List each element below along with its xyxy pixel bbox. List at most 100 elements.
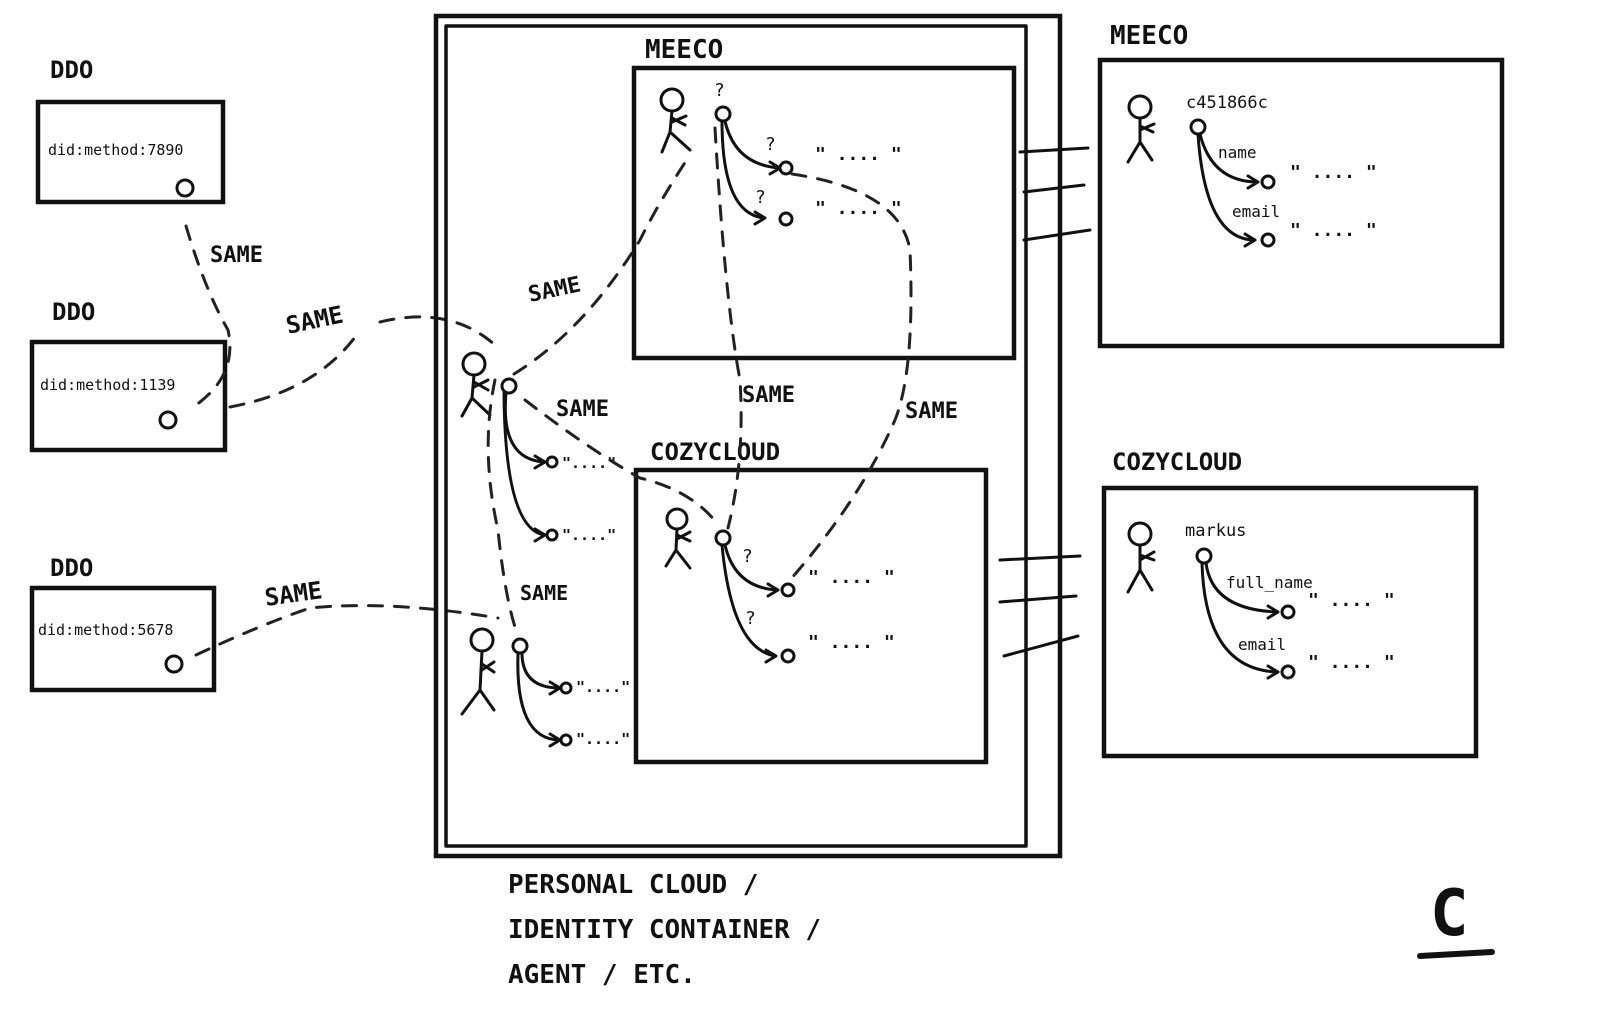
ddo-box (29, 339, 228, 453)
same-label: SAME (742, 383, 795, 408)
unknown-mark: ? (714, 80, 725, 101)
person-icon (460, 351, 492, 418)
value-node (559, 733, 573, 747)
merged-identity-upper: "...." "...." (460, 351, 616, 544)
value-placeholder: " .... " (808, 567, 895, 588)
ddo-did: did:method:1139 (40, 376, 175, 394)
ddo-node (164, 654, 184, 674)
value-node (1280, 604, 1296, 620)
center-cozycloud-box: COZYCLOUD ? ? " .... " " .... " (633, 438, 989, 765)
same-label: SAME (526, 272, 583, 307)
value-node (780, 648, 796, 664)
value-placeholder: " .... " (1308, 590, 1395, 611)
ddo-title: DDO (52, 298, 95, 326)
field-arrow (720, 119, 767, 226)
same-label: SAME (520, 581, 568, 605)
entity-node (500, 377, 518, 395)
field-arrow (723, 543, 780, 598)
same-label: SAME (263, 576, 324, 612)
same-label: SAME (556, 397, 609, 422)
ddo-card-1: DDO did:method:7890 (35, 56, 226, 205)
unknown-mark: ? (745, 608, 756, 629)
dashed-link (788, 172, 913, 582)
person-icon (460, 627, 496, 716)
field-arrow (1198, 132, 1260, 190)
ddo-title: DDO (50, 554, 93, 582)
caption-line-2: IDENTITY CONTAINER / (508, 915, 821, 945)
dashed-link (713, 126, 743, 530)
right-meeco-box: MEECO c451866c name email " .... " " ...… (1097, 21, 1505, 349)
value-placeholder: " .... " (808, 632, 895, 653)
right-cozycloud-title: COZYCLOUD (1112, 448, 1242, 476)
ddo-did: did:method:5678 (38, 621, 173, 639)
value-node (1260, 174, 1276, 190)
ddo-card-2: DDO did:method:1139 (29, 298, 228, 453)
value-placeholder: " .... " (1290, 162, 1377, 183)
value-node (1260, 232, 1276, 248)
ddo-did: did:method:7890 (48, 141, 183, 159)
entity-node (1189, 118, 1207, 136)
caption-line-1: PERSONAL CLOUD / (508, 870, 758, 900)
ddo-box (35, 99, 226, 205)
entity-id: c451866c (1186, 93, 1268, 113)
cozycloud-frame (1101, 485, 1479, 759)
dashed-link (523, 398, 718, 524)
center-meeco-title: MEECO (645, 35, 723, 65)
underline (1417, 949, 1495, 959)
inner-frame (444, 24, 1028, 848)
value-placeholder: " .... " (1290, 220, 1377, 241)
dashed-link (512, 153, 692, 376)
person-icon (659, 87, 692, 154)
field-arrow (1204, 561, 1280, 620)
field-name: email (1238, 635, 1286, 654)
center-cozycloud-title: COZYCLOUD (650, 438, 780, 466)
dashed-link (194, 604, 500, 657)
value-placeholder: "...." (576, 678, 630, 696)
value-placeholder: " .... " (815, 198, 902, 219)
unknown-mark: ? (742, 546, 753, 567)
value-placeholder: " .... " (815, 144, 902, 165)
connector-marks (998, 146, 1092, 658)
field-name: full_name (1226, 573, 1313, 592)
same-label: SAME (283, 300, 345, 339)
value-placeholder: "...." (562, 526, 616, 544)
container-caption: PERSONAL CLOUD / IDENTITY CONTAINER / AG… (508, 870, 821, 990)
field-arrow (1196, 132, 1257, 248)
personal-cloud-container (433, 13, 1063, 859)
same-label: SAME (905, 399, 958, 424)
field-arrow (520, 651, 562, 696)
dashed-link (228, 328, 362, 409)
dashed-link (184, 224, 232, 407)
ddo-node (175, 178, 195, 198)
caption-line-3: AGENT / ETC. (508, 960, 696, 990)
ddo-title: DDO (50, 56, 93, 84)
value-node (545, 528, 559, 542)
right-cozycloud-box: COZYCLOUD markus full_name email " .... … (1101, 448, 1479, 759)
merged-identity-lower: "...." "...." (460, 627, 630, 748)
person-icon (1126, 521, 1156, 594)
entity-node (714, 529, 732, 547)
field-name: email (1232, 202, 1280, 221)
cozycloud-frame (633, 467, 989, 765)
dashed-link (486, 378, 520, 638)
entity-node (714, 105, 732, 123)
value-node (778, 160, 794, 176)
ddo-node (158, 410, 178, 430)
same-label: SAME (210, 243, 263, 268)
entity-id: markus (1185, 521, 1246, 541)
entity-node (1195, 547, 1213, 565)
value-node (559, 681, 573, 695)
value-placeholder: "...." (562, 454, 616, 472)
ddo-card-3: DDO did:method:5678 (29, 554, 217, 693)
person-icon (1126, 94, 1156, 164)
right-meeco-title: MEECO (1110, 21, 1188, 51)
value-placeholder: "...." (576, 730, 630, 748)
corner-signature: C (1417, 877, 1495, 959)
unknown-mark: ? (755, 187, 766, 208)
person-icon (664, 507, 692, 570)
value-node (778, 211, 794, 227)
ddo-box (29, 585, 217, 693)
field-arrow (503, 391, 547, 470)
dashed-link (378, 315, 497, 347)
